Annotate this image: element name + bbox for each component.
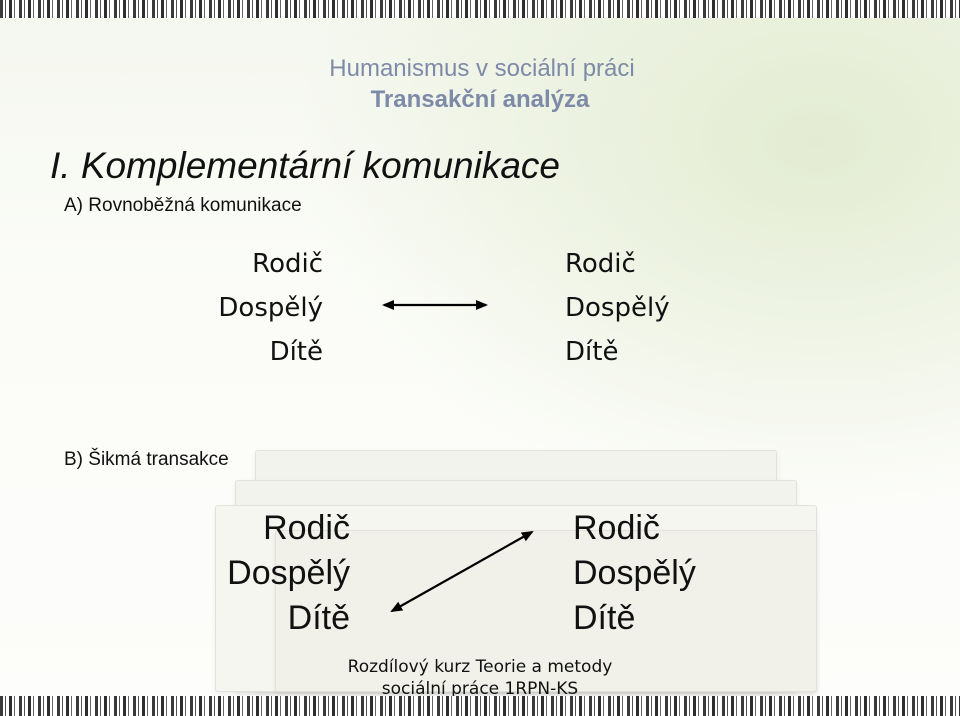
section-a-label: A) Rovnoběžná komunikace [64,195,302,216]
footer-line2: sociální práce 1RPN-KS [381,679,579,699]
footer: Rozdílový kurz Teorie a metody sociální … [330,656,630,700]
state-label: Dítě [565,337,619,367]
state-label: Dítě [573,599,636,637]
section-a-left-states: Rodič Dospělý Dítě [218,245,323,377]
state-label: Dospělý [218,293,323,323]
section-b-right-states: Rodič Dospělý Dítě [573,506,696,641]
header-course-title: Humanismus v sociální práci [329,55,635,82]
slide-title: I. Komplementární komunikace [50,145,561,186]
section-b-left-states: Rodič Dospělý Dítě [227,506,350,641]
state-label: Rodič [573,509,660,547]
state-label: Dospělý [565,293,670,323]
state-label: Rodič [565,249,636,279]
state-label: Dítě [287,599,350,637]
section-b-label: B) Šikmá transakce [64,449,229,470]
state-label: Dospělý [573,554,696,592]
footer-line1: Rozdílový kurz Teorie a metody [347,657,613,677]
decorative-top-strip [0,0,960,18]
state-label: Dospělý [227,554,350,592]
decorative-bottom-strip [0,696,960,716]
state-label: Dítě [269,337,323,367]
state-label: Rodič [252,249,323,279]
header-topic: Transakční analýza [370,86,590,113]
section-a-right-states: Rodič Dospělý Dítě [565,245,670,377]
paper-stack-background [215,410,835,695]
double-arrow-oblique [390,531,534,612]
state-label: Rodič [263,509,350,547]
